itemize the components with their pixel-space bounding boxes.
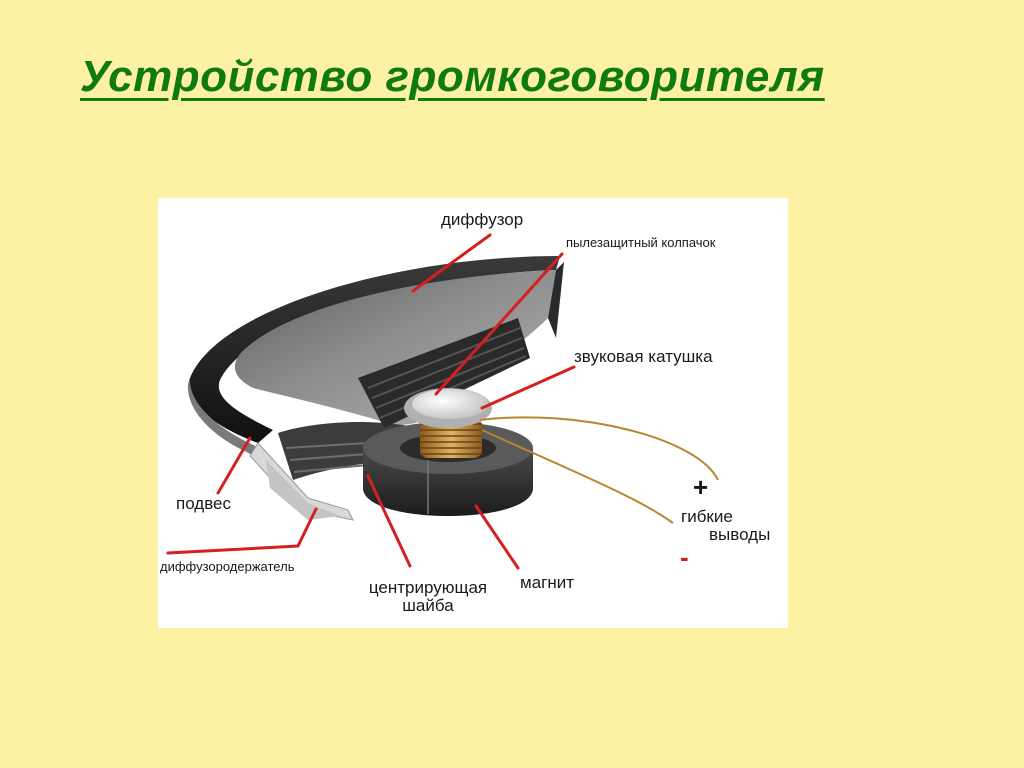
dust-cap [404,388,492,428]
diffuser-cone [234,262,564,426]
label-basket: диффузородержатель [160,559,295,574]
diffuser-pointer [411,233,492,293]
label-plus: + [693,472,709,502]
flexible-leads [479,416,719,524]
label-spider-line1: центрирующая [368,578,488,597]
spider-pointer [366,474,412,568]
label-leads: гибкие выводы [673,508,770,544]
pointer-lines [166,233,576,570]
magnet-pointer [474,504,520,570]
dust-cap-pointer [434,252,564,396]
label-dust-cap: пылезащитный колпачок [566,235,716,250]
label-minus: - [680,542,689,572]
basket-frame [249,442,354,521]
label-magnet: магнит [520,573,575,592]
label-suspension: подвес [176,494,232,513]
voice-coil-pointer [480,365,576,410]
label-leads-line1: гибкие [681,507,733,526]
speaker-cutaway-illustration [166,233,719,570]
label-spider: центрирующая шайба [348,579,508,615]
suspension-pointer [216,436,252,495]
label-diffuser: диффузор [441,210,524,229]
slide-title: Устройство громкоговорителя [80,52,825,101]
label-voice-coil: звуковая катушка [574,347,713,366]
basket-pointer [296,507,318,548]
label-leads-line2: выводы [709,524,771,544]
speaker-diagram: диффузор пылезащитный колпачок звуковая … [158,198,788,628]
label-spider-line2: шайба [402,595,454,615]
basket-pointer-h [166,544,300,555]
